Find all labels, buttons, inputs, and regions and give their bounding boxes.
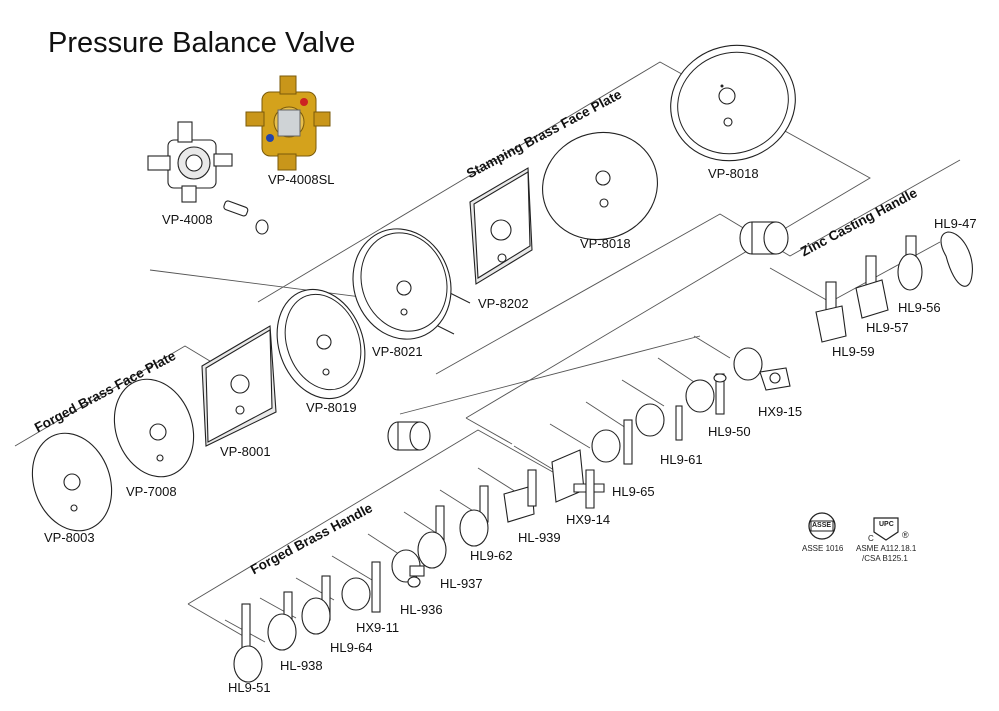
part-label-vp8019: VP-8019 xyxy=(306,400,357,415)
upc-registered-mark: ® xyxy=(902,530,909,540)
vp-8018-large-plate xyxy=(670,44,796,162)
hx9-14-handle xyxy=(551,449,605,509)
vp-8018-plate xyxy=(542,131,658,241)
part-label-vp8202: VP-8202 xyxy=(478,296,529,311)
part-label-vp7008: VP-7008 xyxy=(126,484,177,499)
forged-handle-sleeve xyxy=(387,421,431,451)
part-label-hx915: HX9-15 xyxy=(758,404,803,419)
part-label-hl951: HL9-51 xyxy=(228,680,271,695)
hl-937-handle xyxy=(417,505,447,569)
asse-logo-text: ASSE xyxy=(812,522,832,529)
upc-c-mark: C xyxy=(868,534,874,543)
part-label-hl964: HL9-64 xyxy=(330,640,373,655)
part-label-hl956: HL9-56 xyxy=(898,300,941,315)
hl9-50-handle xyxy=(685,373,727,415)
part-label-vp8018: VP-8018 xyxy=(580,236,631,251)
part-label-hl937: HL-937 xyxy=(440,576,483,591)
hl9-64-handle xyxy=(301,575,331,635)
part-label-hl950: HL9-50 xyxy=(708,424,751,439)
vp-8001-square-plate xyxy=(201,325,277,447)
hx9-15-handle xyxy=(733,347,791,391)
part-label-hl962: HL9-62 xyxy=(470,548,513,563)
part-label-hx914: HX9-14 xyxy=(566,512,611,527)
vp-8202-square-plate xyxy=(431,167,533,335)
part-label-hl939: HL-939 xyxy=(518,530,561,545)
part-label-hl965: HL9-65 xyxy=(612,484,655,499)
hl9-57-handle xyxy=(855,255,889,319)
hl-936-handle xyxy=(391,549,425,588)
csa-standard-label: /CSA B125.1 xyxy=(862,554,908,563)
upc-logo-text: UPC xyxy=(879,521,894,528)
part-label-hl961: HL9-61 xyxy=(660,452,703,467)
part-label-vp4008: VP-4008 xyxy=(162,212,213,227)
part-label-hx911: HX9-11 xyxy=(356,620,400,635)
part-label-hl936: HL-936 xyxy=(400,602,443,617)
hl9-62-handle xyxy=(459,485,489,547)
hx9-11-handle xyxy=(341,561,381,613)
vp-8019-plate xyxy=(276,288,366,400)
zinc-handle-sleeve xyxy=(739,221,789,255)
vp-4008sl-valve-image xyxy=(245,75,331,171)
part-label-vp8021: VP-8021 xyxy=(372,344,423,359)
hl9-65-handle xyxy=(591,419,633,465)
part-label-hl957: HL9-57 xyxy=(866,320,909,335)
vp-8021-plate xyxy=(352,228,452,340)
vp-7008-plate xyxy=(113,378,195,478)
hl9-61-handle xyxy=(635,403,683,441)
vp-8003-plate xyxy=(31,432,113,532)
part-label-hl938: HL-938 xyxy=(280,658,323,673)
upc-logo xyxy=(873,517,899,541)
part-label-vp8018-large: VP-8018 xyxy=(708,166,759,181)
asse-standard-label: ASSE 1016 xyxy=(802,544,844,553)
part-label-vp8003: VP-8003 xyxy=(44,530,95,545)
part-label-vp8001: VP-8001 xyxy=(220,444,271,459)
hl9-56-handle xyxy=(897,235,923,291)
hl-938-handle xyxy=(267,591,297,651)
asse-logo xyxy=(808,512,836,540)
page-title: Pressure Balance Valve xyxy=(48,27,356,59)
hl-939-handle xyxy=(503,469,537,523)
part-label-hl947: HL9-47 xyxy=(934,216,977,231)
part-label-hl959: HL9-59 xyxy=(832,344,875,359)
asme-standard-label: ASME A112.18.1 xyxy=(856,544,917,553)
part-label-vp4008sl: VP-4008SL xyxy=(268,172,335,187)
vp-4008-valve-drawing xyxy=(147,121,269,235)
hl9-59-handle xyxy=(815,281,847,343)
hl9-47-handle xyxy=(940,231,973,287)
hl9-51-handle xyxy=(233,603,263,683)
